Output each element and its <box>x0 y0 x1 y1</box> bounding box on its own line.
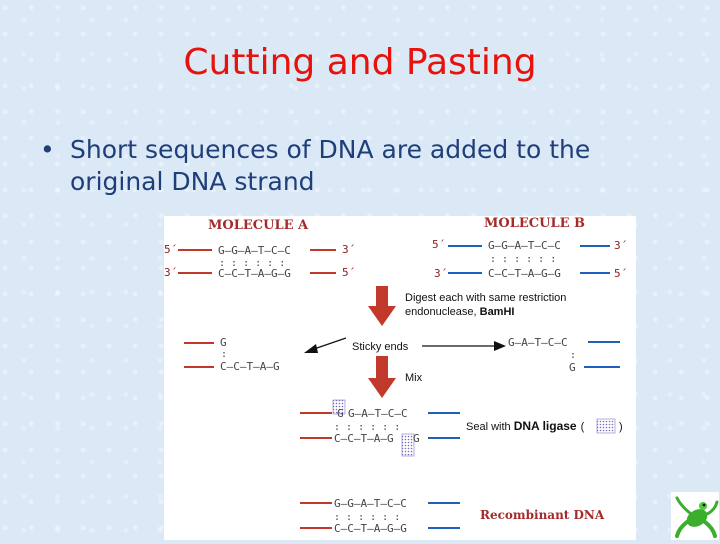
mol-b-top-5prime: 5´ <box>432 238 445 251</box>
mol-a-bottom-5prime: 5´ <box>342 266 355 279</box>
slide-title: Cutting and Pasting <box>183 42 537 83</box>
annealed-bottom-g: G <box>413 432 420 445</box>
recombinant-bottom-sequence: C–C–T–A–G–G <box>334 522 407 535</box>
right-fragment-top: G–A–T–C–C <box>508 336 568 349</box>
sticky-ends-arrow <box>304 337 506 353</box>
bullet-text: Short sequences of DNA are added to the … <box>70 135 591 196</box>
mol-a-bottom-3prime: 3´ <box>164 266 177 279</box>
digest-arrow <box>368 286 396 326</box>
frog-icon <box>671 492 719 540</box>
left-fragment-bond: : <box>221 349 227 360</box>
left-fragment-top: G <box>220 336 227 349</box>
dna-diagram: MOLECULE A MOLECULE B 5´ G–G–A–T–C–C 3´ … <box>164 216 627 535</box>
seal-instruction-close: ) <box>619 421 623 433</box>
mix-arrow <box>368 356 396 398</box>
annealed-hydrogen-bonds: : : : : : : <box>334 422 400 433</box>
mol-b-bottom-5prime: 5´ <box>614 267 627 280</box>
right-fragment-bottom: G <box>569 361 576 374</box>
recombinant-top-sequence: G–G–A–T–C–C <box>334 497 407 510</box>
bullet-marker: • <box>40 135 55 164</box>
dna-diagram-panel: MOLECULE A MOLECULE B 5´ G–G–A–T–C–C 3´ … <box>164 216 636 540</box>
mol-a-hydrogen-bonds: : : : : : : <box>219 258 285 269</box>
mol-a-top-sequence: G–G–A–T–C–C <box>218 244 291 257</box>
mol-b-bottom-sequence: C–C–T–A–G–G <box>488 267 561 280</box>
mix-label: Mix <box>405 372 423 384</box>
mol-b-top-3prime: 3´ <box>614 239 627 252</box>
mol-a-top-5prime: 5´ <box>164 243 177 256</box>
mol-b-bottom-3prime: 3´ <box>434 267 447 280</box>
recombinant-hydrogen-bonds: : : : : : : <box>334 512 400 523</box>
seal-instruction: Seal with DNA ligase( <box>466 419 585 433</box>
mol-a-bottom-sequence: C–C–T–A–G–G <box>218 267 291 280</box>
molecule-a-label: MOLECULE A <box>208 218 309 233</box>
right-fragment-bond: : <box>570 350 576 361</box>
digest-instruction-line1: Digest each with same restriction <box>405 292 566 304</box>
ligase-gap-bottom <box>401 433 415 457</box>
annealed-top-g: G <box>337 407 344 420</box>
molecule-b-label: MOLECULE B <box>484 216 585 231</box>
annealed-bottom-sequence: C–C–T–A–G <box>334 432 394 445</box>
recombinant-dna-label: Recombinant DNA <box>480 508 605 522</box>
left-fragment-bottom: C–C–T–A–G <box>220 360 280 373</box>
mol-a-top-3prime: 3´ <box>342 243 355 256</box>
digest-instruction-line2: endonuclease, BamHI <box>405 306 514 318</box>
sticky-ends-label: Sticky ends <box>352 341 409 353</box>
ligase-gap-top <box>332 399 346 415</box>
mol-b-top-sequence: G–G–A–T–C–C <box>488 239 561 252</box>
mol-b-hydrogen-bonds: : : : : : : <box>490 254 556 265</box>
annealed-top-sequence: G–A–T–C–C <box>348 407 408 420</box>
ligase-icon <box>596 418 616 434</box>
